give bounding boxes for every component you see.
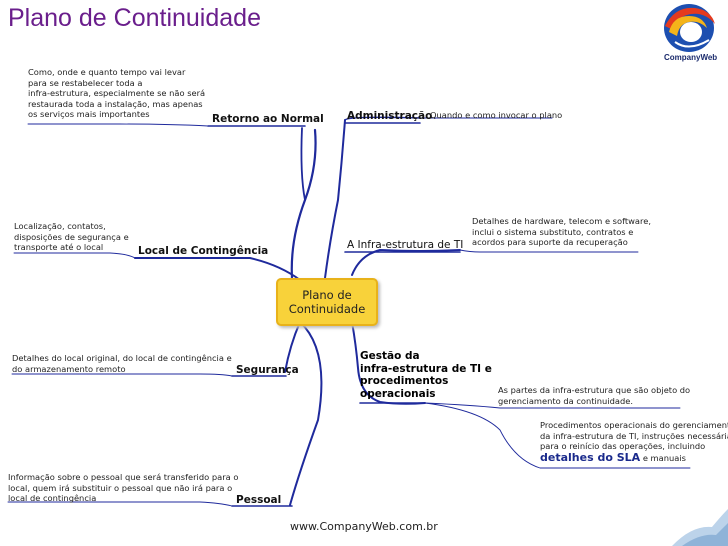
note-infra: Detalhes de hardware, telecom e software… bbox=[472, 216, 651, 248]
footer-url[interactable]: www.CompanyWeb.com.br bbox=[290, 520, 438, 533]
note-line: da infra-estrutura de TI, instruções nec… bbox=[540, 430, 728, 441]
note-line: Procedimentos operacionais do gerenciame… bbox=[540, 420, 728, 430]
branch-pessoal: Pessoal bbox=[236, 494, 282, 506]
note-line: para se restabelecer toda a bbox=[28, 77, 143, 88]
branch-infra-estrutura: A Infra-estrutura de TI bbox=[347, 239, 464, 251]
note-administracao: Quando e como invocar o plano bbox=[430, 110, 563, 120]
note-line: inclui o sistema substituto, contratos e bbox=[472, 226, 634, 237]
note-line: infra-estrutura, especialmente se não se… bbox=[28, 88, 206, 99]
note-gestao-procedimentos: Procedimentos operacionais do gerenciame… bbox=[540, 420, 728, 463]
branch-administracao: Administração bbox=[347, 110, 433, 122]
note-line: gerenciamento da continuidade. bbox=[498, 395, 633, 406]
note-line: para o reinício das operações, incluindo bbox=[540, 441, 706, 452]
center-node: Plano de Continuidade bbox=[276, 278, 378, 326]
note-pessoal: Informação sobre o pessoal que será tran… bbox=[8, 472, 238, 504]
companyweb-logo-icon bbox=[664, 4, 715, 52]
center-line: Continuidade bbox=[288, 302, 366, 316]
branch-line: procedimentos bbox=[360, 375, 449, 387]
logo-text: CompanyWeb bbox=[664, 53, 718, 62]
note-line: Localização, contatos, bbox=[14, 221, 106, 231]
note-line: Como, onde e quanto tempo vai levar bbox=[28, 67, 186, 77]
branch-local-de-contingencia: Local de Contingência bbox=[138, 245, 269, 257]
note-line: restaurada toda a instalação, mas apenas bbox=[28, 98, 203, 109]
note-line: do armazenamento remoto bbox=[12, 363, 126, 374]
decorative-wave-icon bbox=[672, 509, 728, 546]
note-line: transporte até o local bbox=[14, 242, 104, 253]
note-line: disposições de segurança e bbox=[14, 231, 129, 242]
note-gestao-partes: As partes da infra-estrutura que são obj… bbox=[498, 385, 690, 406]
sla-link[interactable]: detalhes do SLA bbox=[540, 450, 641, 464]
note-line: As partes da infra-estrutura que são obj… bbox=[498, 385, 691, 395]
branch-line: infra-estrutura de TI e bbox=[360, 362, 492, 375]
note-line: local, quem irá substituir o pessoal que… bbox=[8, 482, 233, 493]
center-line: Plano de bbox=[302, 288, 352, 302]
note-line: Detalhes do local original, do local de … bbox=[12, 353, 232, 363]
note-line: local de contingência bbox=[8, 493, 97, 504]
branch-gestao: Gestão da infra-estrutura de TI e proced… bbox=[360, 350, 492, 400]
branch-line: Gestão da bbox=[360, 350, 420, 362]
note-retorno: Como, onde e quanto tempo vai levar para… bbox=[28, 67, 205, 120]
branch-seguranca: Segurança bbox=[236, 364, 299, 376]
branch-line: operacionais bbox=[360, 387, 436, 400]
note-line: Detalhes de hardware, telecom e software… bbox=[472, 216, 651, 226]
note-tail: e manuais bbox=[642, 452, 686, 463]
note-line: Informação sobre o pessoal que será tran… bbox=[8, 472, 239, 482]
note-line: acordos para suporte da recuperação bbox=[472, 237, 628, 248]
note-seguranca: Detalhes do local original, do local de … bbox=[12, 353, 232, 374]
page-title: Plano de Continuidade bbox=[8, 4, 261, 32]
note-local: Localização, contatos, disposições de se… bbox=[14, 221, 129, 253]
note-line: os serviços mais importantes bbox=[28, 109, 150, 120]
branch-retorno-ao-normal: Retorno ao Normal bbox=[212, 113, 324, 125]
